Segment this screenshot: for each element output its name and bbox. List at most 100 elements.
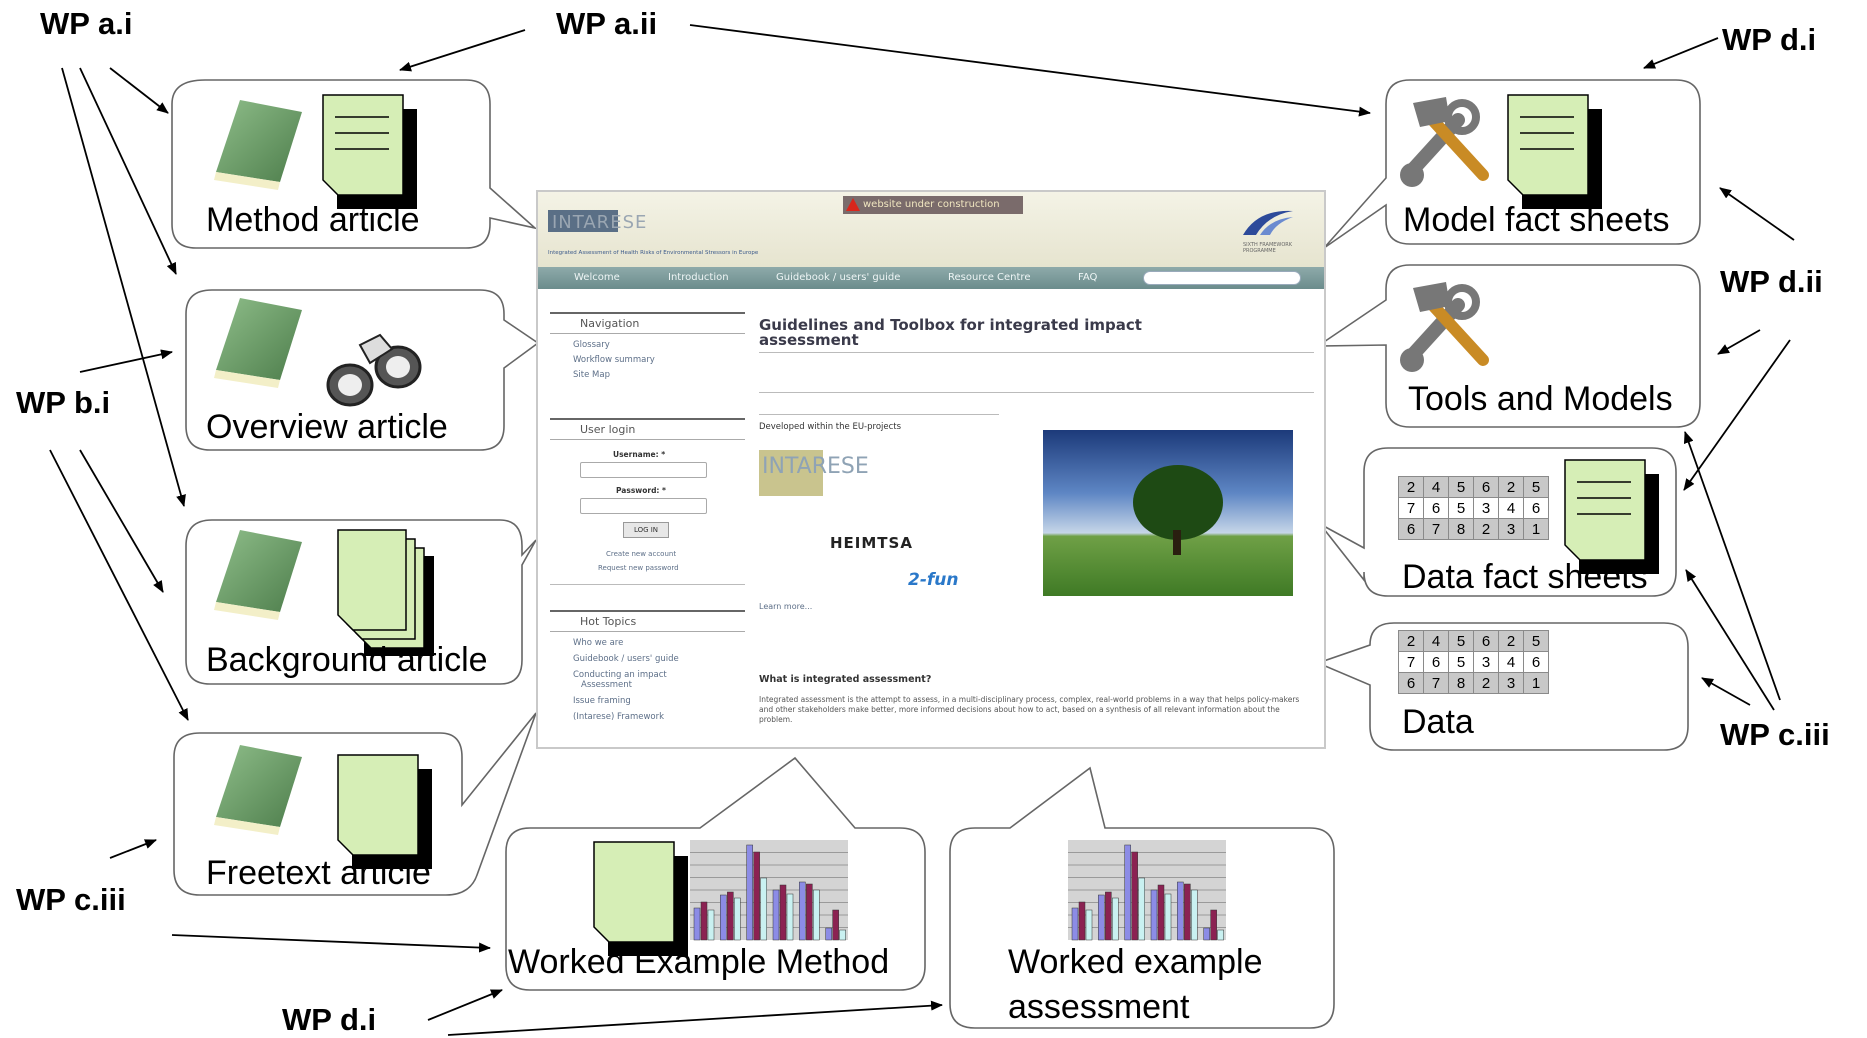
chart-bar [1138, 877, 1145, 941]
tools-icon [1400, 282, 1489, 372]
chart-bar [806, 883, 813, 941]
chart-bar [1078, 901, 1086, 941]
chart-bar [1203, 927, 1210, 941]
chart-bar [1191, 889, 1198, 941]
chart-bar [832, 909, 839, 941]
wp-label: WP a.ii [556, 6, 658, 41]
section-heading: What is integrated assessment? [759, 674, 932, 685]
wp-label: WP d.i [282, 1002, 377, 1037]
bubble-label-worked-example-assessment-2: assessment [1008, 988, 1190, 1026]
twofun-logo[interactable]: 2-fun [908, 570, 959, 590]
bubble-label-freetext-article: Freetext article [206, 854, 431, 892]
hot-topic-item[interactable]: Issue framing [573, 696, 631, 706]
tree-crown [1133, 465, 1223, 540]
bubble-label-data: Data [1402, 703, 1474, 741]
nav-welcome[interactable]: Welcome [574, 272, 620, 283]
arrows [49, 24, 1795, 1036]
hot-topic-item[interactable]: (Intarese) Framework [573, 712, 665, 722]
bubble-label-tools-and-models: Tools and Models [1408, 380, 1673, 418]
site-nav: Welcome Introduction Guidebook / users' … [538, 267, 1324, 289]
chart-bar [1085, 909, 1093, 941]
chart-bar [772, 889, 780, 941]
hot-topic-item[interactable]: Conducting an impact [573, 670, 667, 680]
construction-warning: website under construction [843, 196, 1023, 214]
website-screenshot: website under construction INTARESE Inte… [536, 190, 1326, 749]
site-logo-box [548, 210, 618, 232]
bubble-label-background-article: Background article [206, 641, 488, 679]
chart-bar [825, 927, 832, 941]
chart-bar [707, 909, 715, 941]
chart-bar [727, 891, 734, 941]
bar-chart-icon [690, 840, 848, 941]
book-icon [214, 298, 302, 388]
book-icon [214, 530, 302, 620]
chart-bar [813, 889, 820, 941]
search-input[interactable] [1143, 271, 1301, 285]
wp-label: WP d.ii [1720, 264, 1823, 299]
learn-more-link[interactable]: Learn more... [759, 602, 813, 611]
bar-chart-icon [1068, 840, 1226, 941]
chart-bar [1210, 909, 1217, 941]
divider [550, 584, 745, 585]
intarese-logo-box [759, 450, 823, 496]
blank-document-icon [337, 754, 432, 869]
chart-bar [1098, 894, 1105, 941]
chart-bar [1157, 884, 1165, 941]
password-label: Password: * [616, 486, 666, 495]
username-label: Username: * [613, 450, 666, 459]
divider [759, 352, 1314, 353]
chart-bar [1217, 929, 1224, 941]
nav-item-site-map[interactable]: Site Map [573, 370, 610, 380]
book-icon [214, 100, 302, 190]
bubble-label-data-fact-sheets: Data fact sheets [1402, 558, 1648, 596]
site-logo[interactable]: INTARESE [552, 212, 648, 233]
hot-topics-heading: Hot Topics [550, 610, 745, 632]
intarese-logo[interactable]: INTARESE [762, 454, 869, 479]
nav-item-glossary[interactable]: Glossary [573, 340, 610, 350]
blank-document-icon [593, 841, 688, 956]
heimtsa-logo[interactable]: HEIMTSA [830, 534, 913, 552]
page-title: Guidelines and Toolbox for integrated im… [759, 316, 1142, 349]
nav-introduction[interactable]: Introduction [668, 272, 729, 283]
chart-bar [753, 851, 760, 941]
chart-bar [1164, 893, 1172, 941]
chart-bar [720, 894, 727, 941]
tree-trunk [1173, 530, 1181, 555]
chart-bar [734, 897, 741, 941]
request-password-link[interactable]: Request new password [598, 564, 679, 572]
login-button[interactable]: LOG IN [623, 522, 669, 538]
hot-topic-item[interactable]: Assessment [581, 680, 632, 690]
tree-photo [1043, 430, 1293, 596]
nav-faq[interactable]: FAQ [1078, 272, 1098, 283]
nav-item-workflow[interactable]: Workflow summary [573, 355, 655, 365]
section-paragraph: Integrated assessment is the attempt to … [759, 695, 1300, 724]
bubble-label-worked-example-assessment-1: Worked example [1008, 943, 1263, 981]
nav-guidebook[interactable]: Guidebook / users' guide [776, 272, 901, 283]
hot-topic-item[interactable]: Guidebook / users' guide [573, 654, 679, 664]
nav-resource-centre[interactable]: Resource Centre [948, 272, 1031, 283]
chart-bar [693, 907, 701, 941]
create-account-link[interactable]: Create new account [606, 550, 677, 558]
bubble-label-method-article: Method article [206, 201, 420, 239]
username-field[interactable] [580, 462, 707, 478]
chart-bar [1105, 891, 1112, 941]
chart-bar [1184, 883, 1191, 941]
warning-icon [846, 198, 860, 211]
developed-within-text: Developed within the EU-projects [759, 422, 902, 432]
chart-bar [1124, 844, 1131, 941]
divider [759, 414, 999, 415]
chart-bar [1177, 881, 1184, 941]
wp-label: WP c.iii [16, 882, 126, 917]
fact-sheet-icon [322, 94, 417, 209]
wp-label: WP d.i [1722, 22, 1817, 57]
chart-bar [1131, 851, 1138, 941]
hot-topic-item[interactable]: Who we are [573, 638, 624, 648]
wp-label: WP b.i [16, 385, 111, 420]
wp-label: WP a.i [40, 6, 133, 41]
fact-sheet-icon [1507, 94, 1602, 209]
wp-label: WP c.iii [1720, 717, 1830, 752]
password-field[interactable] [580, 498, 707, 514]
book-icons [214, 100, 302, 835]
